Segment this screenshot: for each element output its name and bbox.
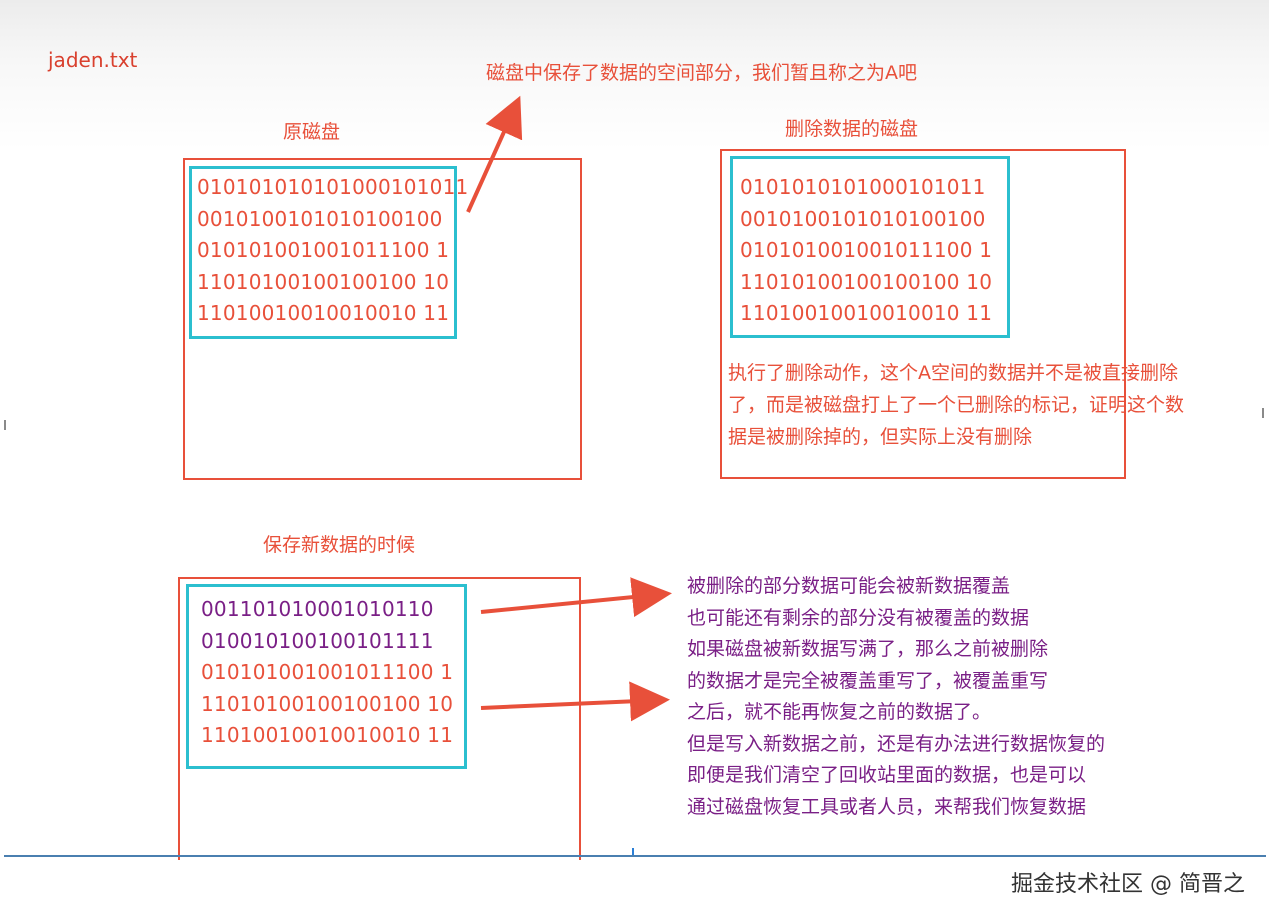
new-data-disk-box xyxy=(178,577,581,860)
new-data-binary-lines: 001101010001010110 010010100100101111 01… xyxy=(201,594,453,752)
binary-line: 010101001001011100 1 xyxy=(740,238,993,262)
note-line: 执行了删除动作，这个A空间的数据并不是被直接删除 xyxy=(728,362,1178,384)
original-data-box xyxy=(189,166,457,339)
original-disk-box xyxy=(183,158,582,480)
deleted-disk-box xyxy=(720,149,1126,479)
bottom-divider xyxy=(4,855,1266,857)
binary-line-old: 010101001001011100 1 xyxy=(201,660,454,684)
original-binary-lines: 010101010101000101011 001010010101010010… xyxy=(197,172,468,330)
arrows-layer xyxy=(466,95,672,722)
binary-line: 010101010101000101011 xyxy=(197,175,469,199)
note-line: 的数据才是完全被覆盖重写了，被覆盖重写 xyxy=(687,669,1049,692)
binary-line: 11010010010010010 11 xyxy=(197,301,450,325)
note-line: 即便是我们清空了回收站里面的数据，也是可以 xyxy=(687,764,1087,786)
arrow-to-callout xyxy=(466,95,523,213)
new-data-note: 被删除的部分数据可能会被新数据覆盖 也可能还有剩余的部分没有被覆盖的数据 如果磁… xyxy=(687,571,1105,823)
filename-label: jaden.txt xyxy=(48,48,138,72)
binary-line: 0101010101000101011 xyxy=(740,175,986,199)
new-data-title: 保存新数据的时候 xyxy=(263,534,416,556)
binary-line-new: 001101010001010110 xyxy=(201,597,434,621)
binary-line: 11010100100100100 10 xyxy=(197,269,450,294)
original-disk-title: 原磁盘 xyxy=(283,121,341,143)
note-line: 之后，就不能再恢复之前的数据了。 xyxy=(687,701,992,723)
binary-line: 11010010010010010 11 xyxy=(740,301,993,325)
deleted-data-box xyxy=(730,156,1010,338)
deleted-binary-lines: 0101010101000101011 0010100101010100100 … xyxy=(740,172,992,330)
edge-tick xyxy=(4,420,6,430)
edge-tick xyxy=(1262,408,1264,418)
binary-line: 0010100101010100100 xyxy=(197,206,443,231)
note-line: 如果磁盘被新数据写满了，那么之前被删除 xyxy=(687,638,1049,660)
arrow-to-note-1 xyxy=(480,577,672,618)
binary-line: 0010100101010100100 xyxy=(740,206,986,231)
edge-tick xyxy=(632,848,634,855)
note-line: 但是写入新数据之前，还是有办法进行数据恢复的 xyxy=(687,732,1106,755)
binary-line-old: 11010100100100100 10 xyxy=(201,691,454,716)
watermark: 掘金技术社区 @ 简晋之 xyxy=(1011,872,1245,897)
arrow-to-note-2 xyxy=(480,681,670,722)
note-line: 被删除的部分数据可能会被新数据覆盖 xyxy=(687,575,1011,597)
deleted-note: 执行了删除动作，这个A空间的数据并不是被直接删除 了，而是被磁盘打上了一个已删除… xyxy=(728,357,1184,453)
note-line: 了，而是被磁盘打上了一个已删除的标记，证明这个数 xyxy=(728,394,1185,416)
binary-line: 11010100100100100 10 xyxy=(740,269,993,294)
binary-line-new: 010010100100101111 xyxy=(201,628,434,653)
note-line: 通过磁盘恢复工具或者人员，来帮我们恢复数据 xyxy=(687,795,1087,818)
note-line: 据是被删除掉的，但实际上没有删除 xyxy=(728,426,1033,448)
new-data-box xyxy=(186,584,467,769)
note-line: 也可能还有剩余的部分没有被覆盖的数据 xyxy=(687,606,1030,629)
top-callout: 磁盘中保存了数据的空间部分，我们暂且称之为A吧 xyxy=(486,62,917,84)
binary-line-old: 11010010010010010 11 xyxy=(201,723,454,747)
binary-line: 010101001001011100 1 xyxy=(197,238,450,262)
deleted-disk-title: 删除数据的磁盘 xyxy=(785,118,919,140)
diagram-canvas: jaden.txt 磁盘中保存了数据的空间部分，我们暂且称之为A吧 原磁盘 01… xyxy=(0,0,1269,860)
